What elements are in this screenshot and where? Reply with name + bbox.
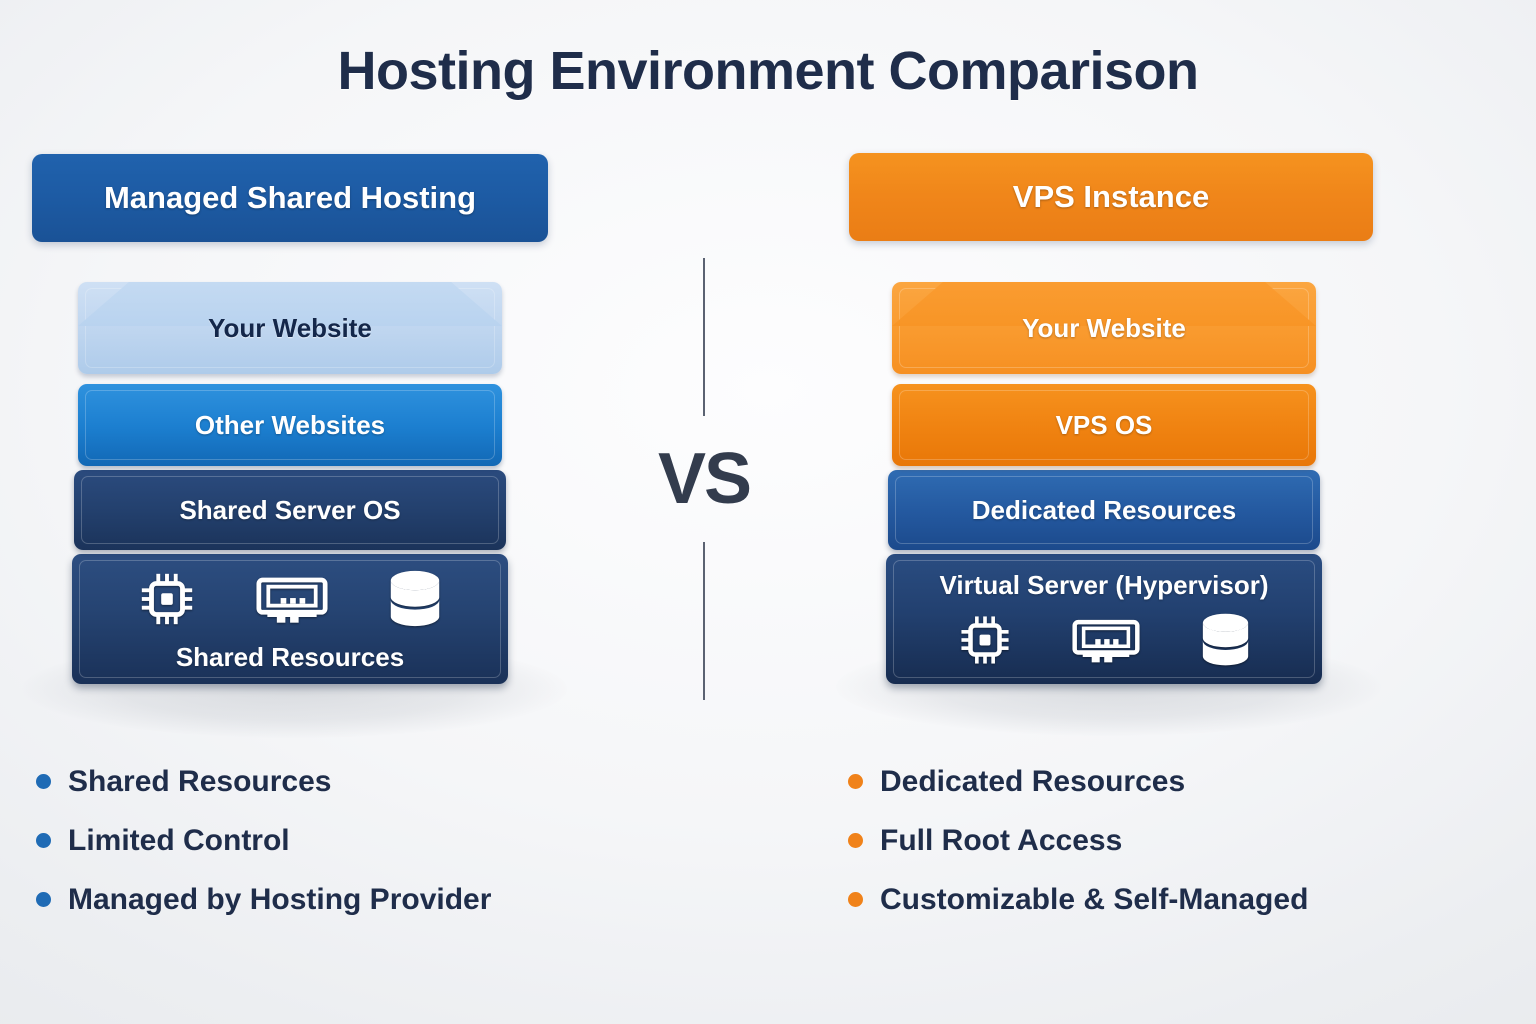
resource-icon-row-left [72, 568, 508, 630]
list-item: Full Root Access [848, 811, 1408, 870]
database-icon [1202, 613, 1248, 666]
bullet-dot-icon [848, 833, 863, 848]
layer-top-face [78, 282, 502, 326]
stack-layer-dedicated-resources: Dedicated Resources [888, 470, 1320, 550]
page-title: Hosting Environment Comparison [337, 41, 1199, 101]
cpu-icon [141, 573, 193, 625]
shared-hosting-feature-list: Shared Resources Limited Control Managed… [36, 752, 596, 929]
bullet-dot-icon [36, 774, 51, 789]
panel-header-shared-hosting-label: Managed Shared Hosting [103, 180, 477, 215]
stack-layer-shared-resources-label: Shared Resources [175, 642, 405, 672]
stack-layer-your-website-left-label: Your Website [208, 312, 372, 343]
panel-header-shared-hosting: Managed Shared Hosting [32, 154, 548, 242]
list-item-label: Full Root Access [880, 823, 1123, 857]
list-item: Shared Resources [36, 752, 596, 811]
vs-divider: VS [658, 258, 752, 700]
panel-header-vps-instance-label: VPS Instance [1012, 179, 1210, 214]
stack-layer-shared-resources: Shared Resources [72, 554, 508, 684]
vps-feature-list: Dedicated Resources Full Root Access Cus… [848, 752, 1408, 929]
vs-label: VS [657, 439, 752, 519]
list-item-label: Customizable & Self-Managed [880, 882, 1309, 916]
bullet-dot-icon [36, 892, 51, 907]
divider-line-bottom [703, 542, 705, 700]
stack-layer-other-websites-label: Other Websites [194, 409, 386, 440]
list-item: Limited Control [36, 811, 596, 870]
stack-layer-your-website-right-label: Your Website [1022, 312, 1186, 343]
list-item-label: Shared Resources [68, 764, 332, 798]
memory-icon [256, 577, 328, 623]
list-item-label: Limited Control [68, 823, 290, 857]
list-item: Dedicated Resources [848, 752, 1408, 811]
stack-layer-other-websites: Other Websites [78, 384, 502, 466]
stack-layer-shared-server-os-label: Shared Server OS [179, 494, 401, 525]
bullet-dot-icon [36, 833, 51, 848]
list-item: Managed by Hosting Provider [36, 870, 596, 929]
memory-icon [1071, 619, 1140, 663]
stack-layer-virtual-server-label: Virtual Server (Hypervisor) [939, 570, 1269, 600]
stack-layer-virtual-server: Virtual Server (Hypervisor) [886, 554, 1322, 684]
stack-layer-dedicated-resources-label: Dedicated Resources [971, 494, 1237, 525]
list-item-label: Managed by Hosting Provider [68, 882, 492, 916]
cpu-icon [960, 616, 1009, 664]
list-item: Customizable & Self-Managed [848, 870, 1408, 929]
bullet-dot-icon [848, 774, 863, 789]
panel-header-vps-instance: VPS Instance [849, 153, 1373, 241]
database-icon [390, 570, 440, 627]
layer-top-face [892, 282, 1316, 326]
divider-line-top [703, 258, 705, 416]
list-item-label: Dedicated Resources [880, 764, 1186, 798]
bullet-dot-icon [848, 892, 863, 907]
stack-layer-vps-os: VPS OS [892, 384, 1316, 466]
stack-layer-vps-os-label: VPS OS [1055, 409, 1153, 440]
resource-icon-row-right [886, 611, 1322, 669]
stack-layer-shared-server-os: Shared Server OS [74, 470, 506, 550]
stack-layer-your-website-left: Your Website [78, 282, 502, 374]
stack-layer-your-website-right: Your Website [892, 282, 1316, 374]
